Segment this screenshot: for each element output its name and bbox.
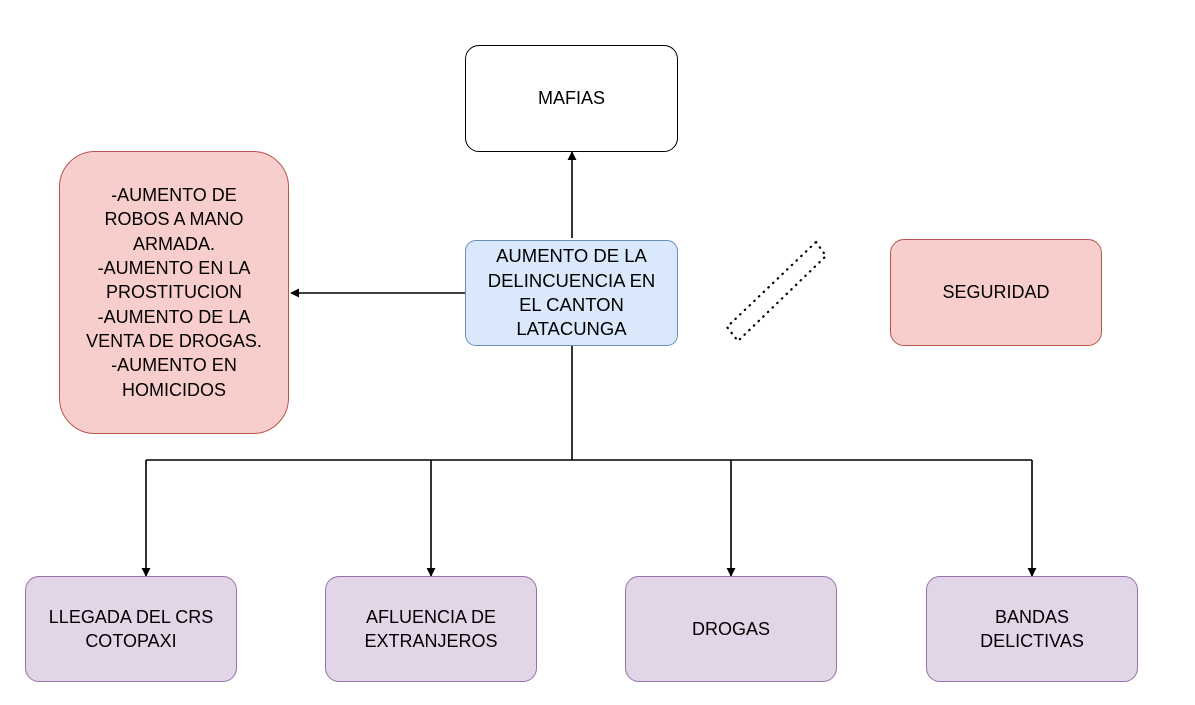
central-problem-node[interactable]: AUMENTO DE LA DELINCUENCIA EN EL CANTON … (465, 240, 678, 346)
seguridad-node[interactable]: SEGURIDAD (890, 239, 1102, 346)
cause-node-3[interactable]: DROGAS (625, 576, 837, 682)
cause-node-1[interactable]: LLEGADA DEL CRS COTOPAXI (25, 576, 237, 682)
mafias-node[interactable]: MAFIAS (465, 45, 678, 152)
effects-node[interactable]: -AUMENTO DE ROBOS A MANO ARMADA. -AUMENT… (59, 151, 289, 434)
cause-node-4[interactable]: BANDAS DELICTIVAS (926, 576, 1138, 682)
cause-node-2[interactable]: AFLUENCIA DE EXTRANJEROS (325, 576, 537, 682)
dotted-parallelogram-shape[interactable] (725, 240, 828, 343)
